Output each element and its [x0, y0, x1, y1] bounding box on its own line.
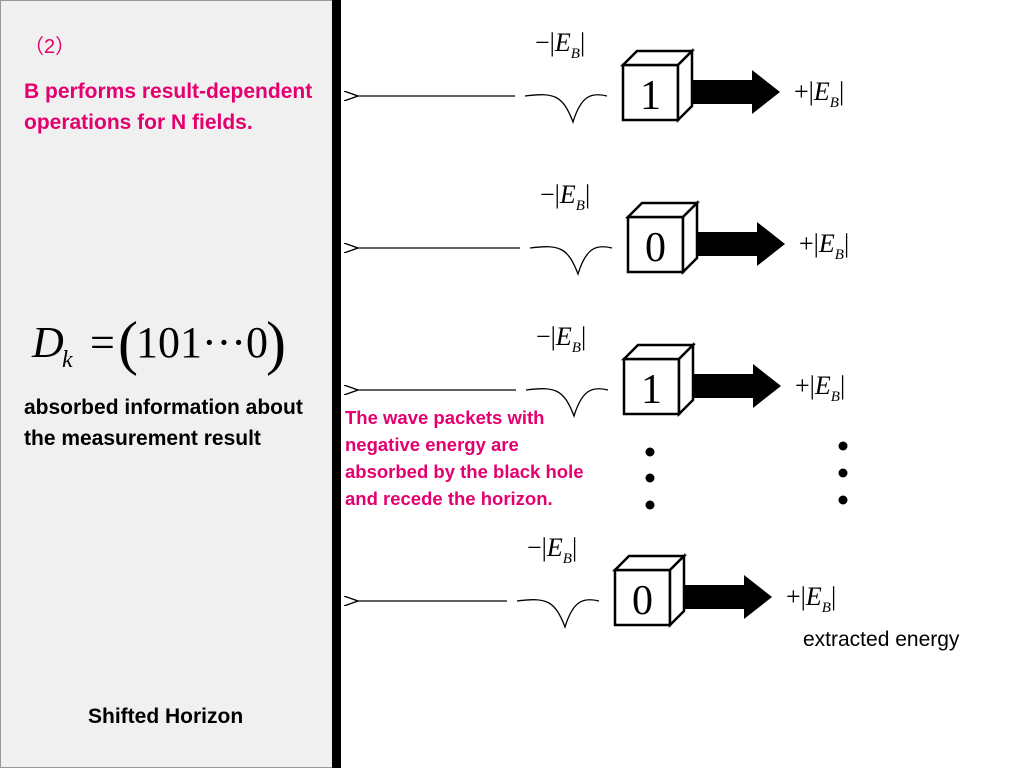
- ellipsis-dots-left: [645, 447, 655, 510]
- absorbed-info-text: absorbed information about the measureme…: [24, 396, 303, 450]
- step-number: （2）: [24, 36, 76, 58]
- wave-packets-note: The wave packets with negative energy ar…: [345, 407, 584, 509]
- negative-energy-label: −|EB|: [527, 533, 577, 567]
- negative-energy-label: −|EB|: [540, 180, 590, 214]
- formula-equals: =: [90, 318, 115, 367]
- formula-value: 101···0: [136, 318, 268, 367]
- measurement-formula: D k = ( 101···0 ): [31, 310, 286, 376]
- ellipsis-dots-right: [838, 441, 848, 505]
- cube-front: [626, 215, 685, 274]
- positive-energy-label: +|EB|: [795, 371, 845, 405]
- cube-side: [677, 341, 695, 418]
- positive-energy-label: +|EB|: [794, 77, 844, 111]
- left-panel: [0, 0, 334, 768]
- cube-side: [676, 47, 694, 124]
- bit-value: 1: [641, 367, 662, 413]
- bit-value: 0: [645, 225, 666, 271]
- field-row-4: 0 +|EB| −|EB|: [356, 533, 836, 629]
- bit-value: 0: [632, 578, 653, 624]
- positive-energy-arrow: [692, 70, 780, 114]
- negative-energy-label: −|EB|: [535, 28, 585, 62]
- wave-packet: [516, 599, 600, 629]
- formula-close-paren: ): [266, 310, 286, 376]
- wave-packet: [524, 94, 608, 124]
- positive-energy-label: +|EB|: [799, 229, 849, 263]
- horizon-divider: [332, 0, 341, 768]
- positive-energy-arrow: [697, 222, 785, 266]
- field-row-3: 1 +|EB| −|EB|: [356, 322, 845, 418]
- bit-value: 1: [640, 73, 661, 119]
- extracted-energy-label: extracted energy: [803, 628, 960, 651]
- shifted-horizon-label: Shifted Horizon: [88, 705, 244, 728]
- positive-energy-arrow: [693, 364, 781, 408]
- formula-subscript: k: [62, 347, 73, 373]
- formula-symbol: D: [31, 318, 64, 367]
- wave-packet: [525, 388, 609, 418]
- field-row-2: 0 +|EB| −|EB|: [356, 180, 849, 276]
- step-heading: B performs result-dependent operations f…: [24, 80, 313, 134]
- cube-front: [621, 63, 680, 122]
- negative-energy-label: −|EB|: [536, 322, 586, 356]
- cube-side: [668, 552, 686, 629]
- positive-energy-label: +|EB|: [786, 582, 836, 616]
- positive-energy-arrow: [684, 575, 772, 619]
- cube-side: [681, 199, 699, 276]
- formula-open-paren: (: [118, 310, 138, 376]
- wave-packet: [529, 246, 613, 276]
- cube-front: [613, 568, 672, 627]
- field-row-1: 1 +|EB| −|EB|: [356, 28, 844, 124]
